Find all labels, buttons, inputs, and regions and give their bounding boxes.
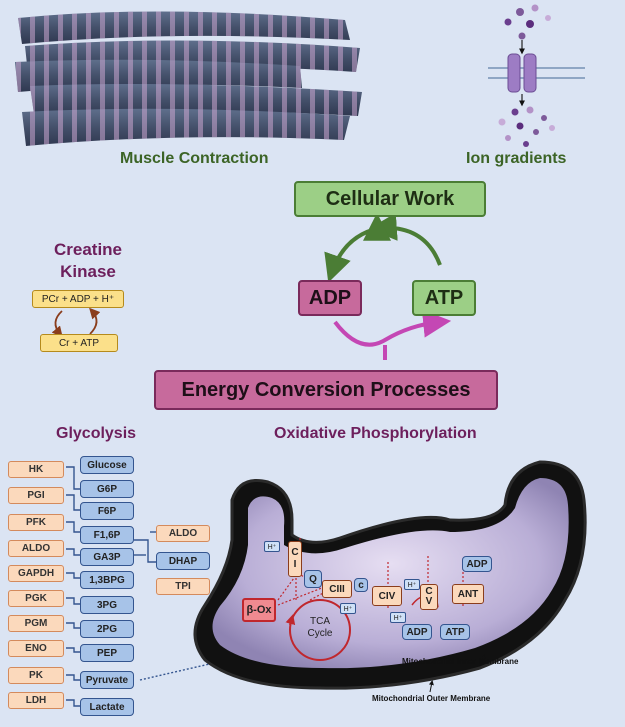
inner-membrane-label: Mitochondrial Inner Membrane: [402, 657, 519, 666]
metabolite-2pg: 2PG: [80, 620, 134, 638]
enzyme-pfk: PFK: [8, 514, 64, 531]
ant-transporter: ANT: [452, 584, 484, 604]
pcr-adp-box: PCr + ADP + H⁺: [32, 290, 124, 308]
metabolite-glucose: Glucose: [80, 456, 134, 474]
metabolite-dhap: DHAP: [156, 552, 210, 570]
complex-iv: CIV: [372, 586, 402, 606]
metabolite-pyruvate: Pyruvate: [80, 671, 134, 689]
muscle-fiber-illustration: [15, 11, 362, 146]
enzyme-ldh: LDH: [8, 692, 64, 709]
atp-bottom: ATP: [440, 624, 470, 640]
enzyme-gapdh: GAPDH: [8, 565, 64, 582]
creatine-kinase-arrows: [51, 307, 101, 338]
coenzyme-q: Q: [304, 570, 322, 588]
metabolite-g6p: G6P: [80, 480, 134, 498]
side-enzyme-aldo: ALDO: [156, 525, 210, 542]
metabolite-pep: PEP: [80, 644, 134, 662]
atp-box: ATP: [412, 280, 476, 316]
enzyme-pgi: PGI: [8, 487, 64, 504]
glycolysis-title: Glycolysis: [56, 425, 137, 442]
cellular-work-box: Cellular Work: [294, 181, 486, 217]
enzyme-pgk: PGK: [8, 590, 64, 607]
metabolite-f16p: F1,6P: [80, 526, 134, 544]
metabolite-lactate: Lactate: [80, 698, 134, 716]
mitochondrion: [193, 460, 587, 693]
creatine-title-line1: Creatine: [53, 240, 123, 259]
enzyme-hk: HK: [8, 461, 64, 478]
adp-bottom: ADP: [402, 624, 432, 640]
metabolite-3pg: 3PG: [80, 596, 134, 614]
energy-cycle-arrows: [324, 212, 452, 360]
ion-channel-illustration: [488, 4, 585, 147]
beta-oxidation-box: β-Ox: [242, 598, 276, 622]
oxphos-title: Oxidative Phosphorylation: [274, 425, 477, 442]
tca-label-line2: Cycle: [307, 628, 333, 639]
complex-i: C I: [288, 541, 302, 577]
hplus-ci: H⁺: [264, 541, 280, 552]
tca-label-line1: TCA: [310, 616, 330, 627]
hplus-civ-bottom: H⁺: [390, 612, 406, 623]
cr-atp-box: Cr + ATP: [40, 334, 118, 352]
metabolite-ga3p: GA3P: [80, 548, 134, 566]
hplus-civ-top: H⁺: [404, 579, 420, 590]
cytochrome-c: c: [354, 578, 368, 592]
metabolite-f6p: F6P: [80, 502, 134, 520]
adp-box: ADP: [298, 280, 362, 316]
energy-conversion-box: Energy Conversion Processes: [154, 370, 498, 410]
hplus-ciii: H⁺: [340, 603, 356, 614]
enzyme-aldo: ALDO: [8, 540, 64, 557]
outer-membrane-label: Mitochondrial Outer Membrane: [372, 694, 491, 703]
ion-gradients-label: Ion gradients: [466, 150, 567, 167]
metabolite-13bpg: 1,3BPG: [80, 571, 134, 589]
enzyme-pk: PK: [8, 667, 64, 684]
enzyme-eno: ENO: [8, 640, 64, 657]
enzyme-pgm: PGM: [8, 615, 64, 632]
adp-top: ADP: [462, 556, 492, 572]
side-enzyme-tpi: TPI: [156, 578, 210, 595]
complex-v: C V: [420, 584, 438, 610]
muscle-contraction-label: Muscle Contraction: [120, 150, 269, 167]
complex-iii: CIII: [322, 580, 352, 598]
creatine-title-line2: Kinase: [60, 262, 116, 281]
